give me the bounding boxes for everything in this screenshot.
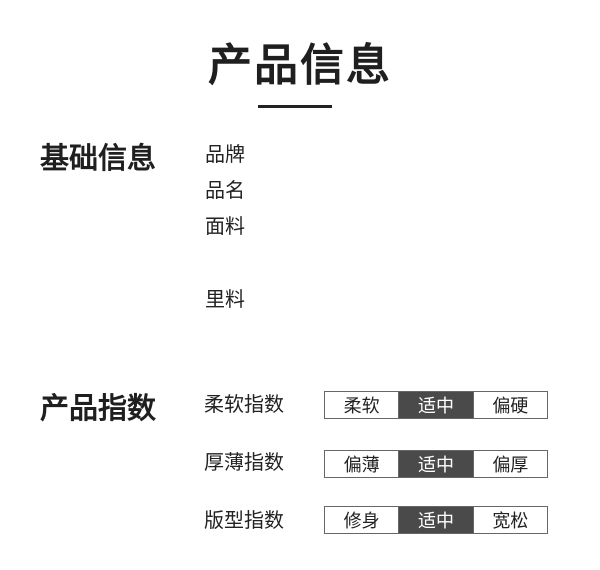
thickness-option-medium: 适中: [399, 451, 474, 477]
fit-index-scale: 修身 适中 宽松: [324, 506, 548, 534]
thickness-index-label: 厚薄指数: [204, 450, 284, 474]
title-underline: [258, 105, 332, 108]
field-product-name-label: 品名: [205, 178, 245, 202]
thickness-index-scale: 偏薄 适中 偏厚: [324, 450, 548, 478]
fit-option-loose: 宽松: [473, 507, 547, 533]
basic-info-heading: 基础信息: [40, 141, 157, 175]
softness-index-scale: 柔软 适中 偏硬: [324, 391, 548, 419]
fit-option-slim: 修身: [325, 507, 400, 533]
softness-option-hard: 偏硬: [473, 392, 547, 418]
page-title: 产品信息: [208, 40, 392, 91]
thickness-option-thick: 偏厚: [473, 451, 547, 477]
softness-index-label: 柔软指数: [204, 392, 284, 416]
fit-index-label: 版型指数: [204, 508, 284, 532]
field-brand-label: 品牌: [205, 142, 245, 166]
fit-option-medium: 适中: [399, 507, 474, 533]
thickness-option-thin: 偏薄: [325, 451, 400, 477]
softness-option-medium: 适中: [399, 392, 474, 418]
product-index-heading: 产品指数: [40, 391, 157, 425]
field-fabric-label: 面料: [205, 214, 245, 238]
field-lining-label: 里料: [205, 287, 245, 311]
softness-option-soft: 柔软: [325, 392, 400, 418]
